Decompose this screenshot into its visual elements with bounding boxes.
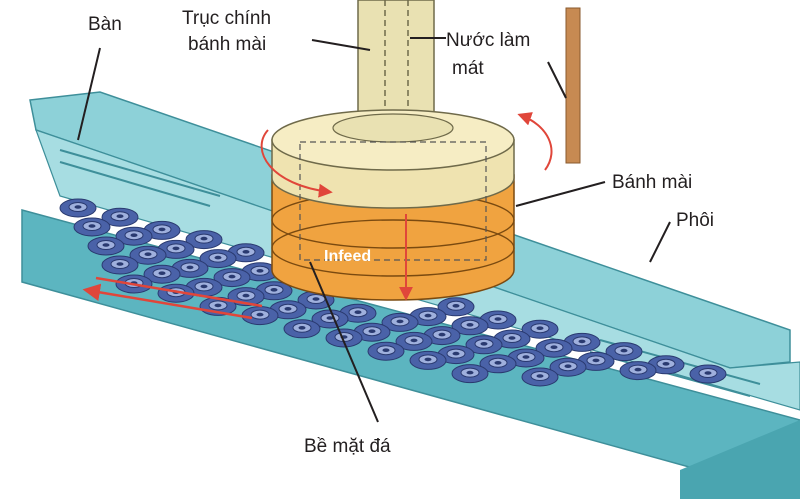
workpiece-disc bbox=[157, 239, 195, 259]
leader-wheel bbox=[515, 181, 606, 207]
workpiece-disc bbox=[199, 296, 237, 316]
table-right-end bbox=[680, 420, 800, 499]
workpiece-disc bbox=[101, 255, 139, 275]
leader-spindle bbox=[311, 39, 371, 51]
label-table: Bàn bbox=[88, 14, 122, 35]
workpiece-disc bbox=[213, 268, 251, 288]
workpiece-disc bbox=[507, 348, 545, 368]
workpiece-disc bbox=[647, 355, 685, 375]
workpiece-disc bbox=[409, 307, 447, 327]
leader-lines bbox=[77, 37, 671, 423]
coolant-pipe bbox=[565, 7, 581, 164]
workpiece-disc bbox=[423, 326, 461, 346]
workpiece-disc bbox=[535, 338, 573, 358]
leader-abrasive bbox=[309, 261, 379, 423]
label-grinding-wheel: Bánh mài bbox=[612, 172, 693, 193]
workpiece-disc bbox=[451, 316, 489, 336]
rotation-arrow bbox=[517, 112, 553, 171]
workpiece-disc bbox=[59, 198, 97, 218]
workpiece-grid bbox=[59, 198, 727, 387]
workpiece-disc bbox=[255, 281, 293, 301]
workpiece-disc bbox=[143, 220, 181, 240]
workpiece-disc bbox=[101, 207, 139, 227]
workpiece-disc bbox=[437, 297, 475, 317]
workpiece-disc bbox=[227, 243, 265, 263]
label-workpiece: Phôi bbox=[676, 210, 715, 231]
workpiece-disc bbox=[619, 361, 657, 381]
workpiece-disc bbox=[577, 351, 615, 371]
workpiece-disc bbox=[367, 341, 405, 361]
label-coolant-line2: mát bbox=[452, 58, 484, 79]
label-spindle-line2: bánh mài bbox=[188, 34, 267, 55]
workpiece-disc bbox=[353, 322, 391, 342]
table-groove bbox=[59, 161, 211, 207]
label-spindle-line1: Trục chính bbox=[182, 8, 272, 29]
table-groove bbox=[59, 149, 221, 197]
label-abrasive-surface: Bề mặt đá bbox=[304, 436, 391, 457]
workpiece-disc bbox=[339, 303, 377, 323]
wheel-abrasive-band bbox=[271, 174, 515, 301]
workpiece-disc bbox=[521, 367, 559, 387]
workpiece-disc bbox=[143, 264, 181, 284]
workpiece-disc bbox=[479, 354, 517, 374]
workpiece-disc bbox=[115, 226, 153, 246]
workpiece-disc bbox=[381, 312, 419, 332]
grinding-wheel bbox=[260, 109, 553, 301]
workpiece-disc bbox=[241, 262, 279, 282]
leader-table bbox=[77, 47, 101, 141]
table-motion-arrow bbox=[82, 276, 263, 320]
workpiece-disc bbox=[325, 328, 363, 348]
workpiece-disc bbox=[605, 342, 643, 362]
workpiece-disc bbox=[465, 335, 503, 355]
workpiece-disc bbox=[563, 332, 601, 352]
label-coolant-line1: Nước làm bbox=[446, 30, 531, 51]
workpiece-disc bbox=[73, 217, 111, 237]
workpiece-disc bbox=[409, 350, 447, 370]
leader-workpiece bbox=[649, 221, 671, 263]
workpiece-disc bbox=[451, 364, 489, 384]
workpiece-disc bbox=[185, 230, 223, 250]
rotation-arrow bbox=[260, 129, 333, 198]
workpiece-disc bbox=[689, 364, 727, 384]
workpiece-disc bbox=[129, 245, 167, 265]
workpiece-disc bbox=[87, 236, 125, 256]
workpiece-disc bbox=[283, 319, 321, 339]
workpiece-disc bbox=[199, 249, 237, 269]
workpiece-disc bbox=[395, 331, 433, 351]
workpiece-disc bbox=[479, 310, 517, 330]
workpiece-disc bbox=[521, 319, 559, 339]
workpiece-disc bbox=[549, 357, 587, 377]
spindle bbox=[357, 0, 435, 129]
leader-coolant-pipe bbox=[547, 61, 567, 99]
workpiece-disc bbox=[269, 300, 307, 320]
label-infeed: Infeed bbox=[324, 248, 372, 265]
workpiece-disc bbox=[241, 306, 279, 326]
